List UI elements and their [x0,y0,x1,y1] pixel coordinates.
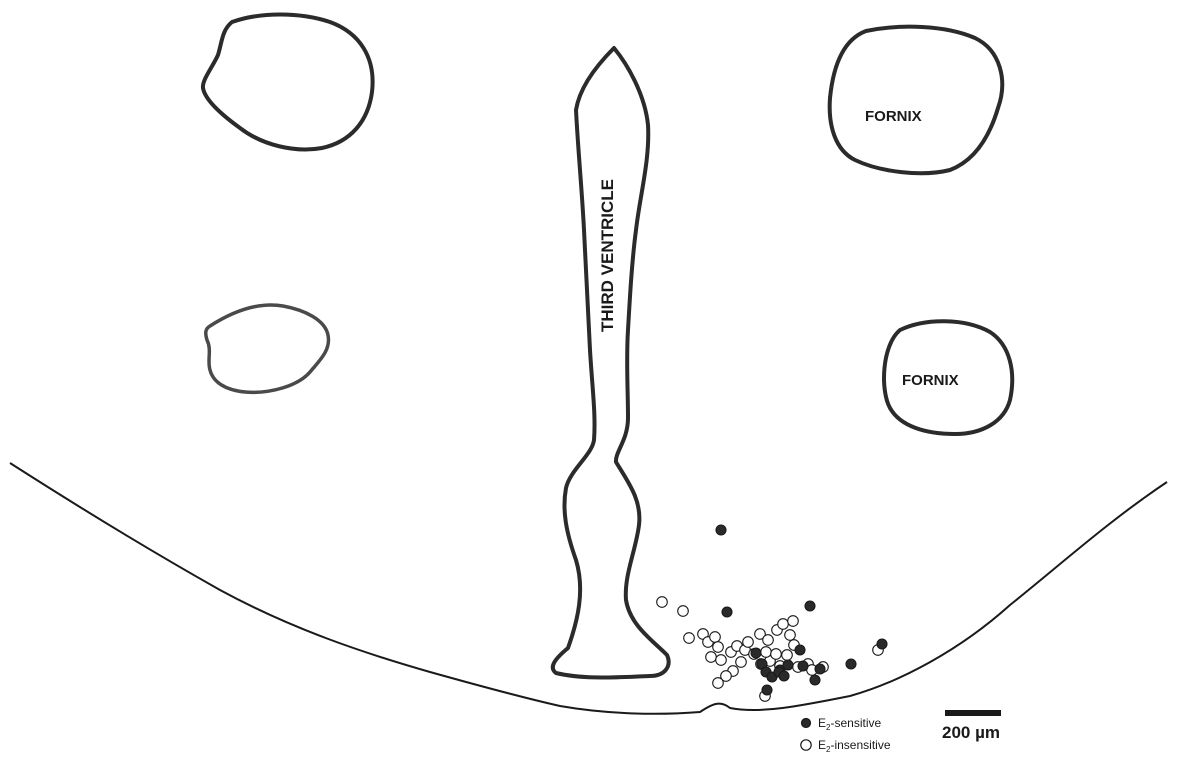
neuron-markers [657,525,887,701]
e2-insensitive-cell [706,652,717,663]
e2-insensitive-cell [713,642,724,653]
fornix-outline-upper-left [203,15,373,150]
e2-insensitive-cell [713,678,724,689]
e2-insensitive-cell [785,630,796,641]
e2-sensitive-cell [798,661,808,671]
legend-sensitive-label: E2-sensitive [818,716,881,732]
e2-insensitive-cell [678,606,689,617]
e2-sensitive-cell [805,601,815,611]
e2-insensitive-cell [684,633,695,644]
e2-insensitive-cell [710,632,721,643]
fornix-label-lower: FORNIX [902,372,959,389]
fornix-outline-lower-left [206,305,329,392]
e2-insensitive-cell [788,616,799,627]
e2-insensitive-cell [763,635,774,646]
legend: E2-sensitive E2-insensitive [801,716,891,754]
e2-sensitive-cell [722,607,732,617]
e2-insensitive-cell [782,650,793,661]
legend-insensitive-marker [801,740,811,750]
e2-insensitive-cell [743,637,754,648]
scale-bar-label: 200 µm [942,723,1000,742]
e2-insensitive-cell [657,597,668,608]
legend-sensitive-marker [802,719,811,728]
e2-insensitive-cell [716,655,727,666]
e2-insensitive-cell [736,657,747,668]
e2-sensitive-cell [783,660,793,670]
e2-sensitive-cell [762,685,772,695]
e2-insensitive-cell [771,649,782,660]
e2-sensitive-cell [810,675,820,685]
fornix-label-upper: FORNIX [865,108,922,125]
third-ventricle-label: THIRD VENTRICLE [598,179,617,332]
scale-bar: 200 µm [942,710,1001,742]
e2-sensitive-cell [779,671,789,681]
e2-insensitive-cell [761,647,772,658]
e2-insensitive-cell [778,619,789,630]
third-ventricle-outline [553,48,669,678]
e2-sensitive-cell [846,659,856,669]
e2-sensitive-cell [716,525,726,535]
fornix-outline-upper-right [830,27,1003,174]
e2-sensitive-cell [877,639,887,649]
e2-sensitive-cell [795,645,805,655]
legend-insensitive-label: E2-insensitive [818,738,891,754]
e2-sensitive-cell [815,664,825,674]
e2-sensitive-cell [751,648,761,658]
scale-bar-line [945,710,1001,716]
